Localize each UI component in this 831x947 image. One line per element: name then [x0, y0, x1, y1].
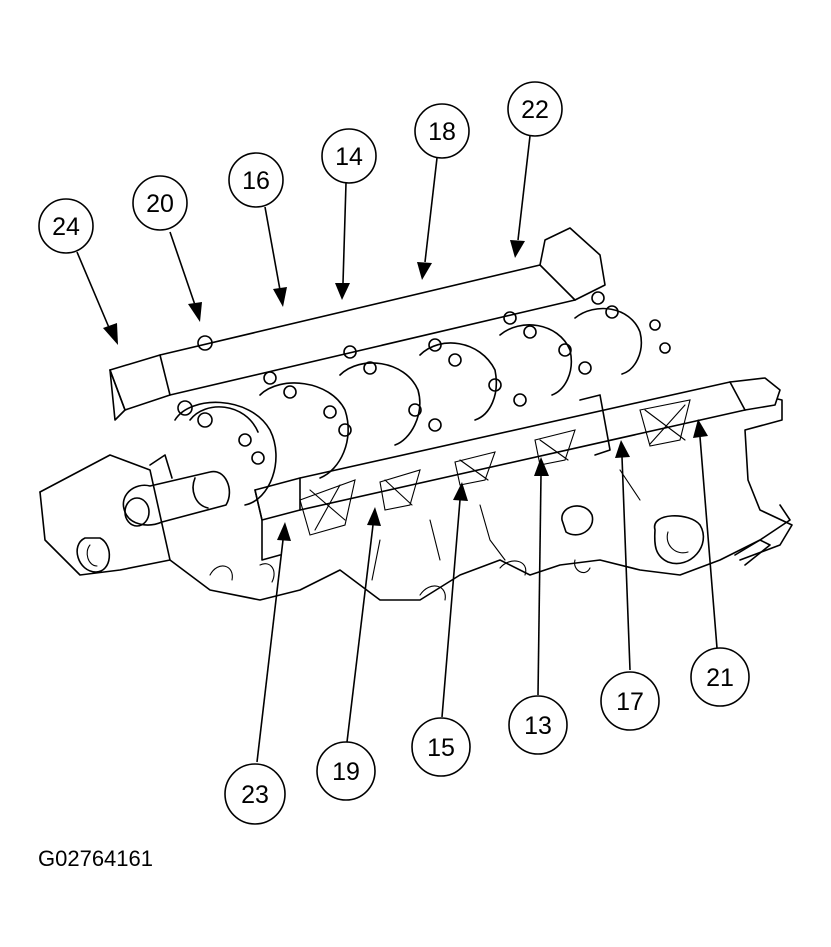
callout-16-label: 16	[242, 167, 270, 195]
callout-17-label: 17	[616, 688, 644, 716]
callout-17: 17	[600, 671, 660, 731]
bearing-cap-webs	[299, 399, 691, 536]
callout-20: 20	[132, 175, 188, 231]
callout-15-label: 15	[427, 734, 455, 762]
callout-23-label: 23	[241, 781, 269, 809]
callout-22-label: 22	[521, 96, 549, 124]
callout-14-label: 14	[335, 143, 363, 171]
callout-14: 14	[321, 128, 377, 184]
callout-21: 21	[690, 647, 750, 707]
callout-19: 19	[316, 741, 376, 801]
callout-18-label: 18	[428, 118, 456, 146]
figure-id: G02764161	[38, 846, 153, 871]
callout-13-label: 13	[524, 712, 552, 740]
callout-15: 15	[411, 717, 471, 777]
callout-23: 23	[224, 763, 286, 825]
lower-block-details	[209, 469, 641, 601]
rear-rail-bolts	[197, 291, 671, 407]
callout-16: 16	[228, 152, 284, 208]
bottom-leader-lines	[256, 419, 718, 763]
callout-24: 24	[38, 198, 94, 254]
callout-21-label: 21	[706, 664, 734, 692]
callout-20-label: 20	[146, 190, 174, 218]
cylinder-head-illustration	[39, 227, 793, 601]
callout-18: 18	[414, 103, 470, 159]
camshaft-end	[122, 454, 231, 527]
callout-13: 13	[508, 695, 568, 755]
callout-22: 22	[507, 81, 563, 137]
callout-19-label: 19	[332, 758, 360, 786]
callout-24-label: 24	[52, 213, 80, 241]
top-leader-lines	[76, 135, 531, 345]
front-rail-bolts	[177, 400, 442, 465]
camshaft-lobes	[174, 307, 642, 506]
